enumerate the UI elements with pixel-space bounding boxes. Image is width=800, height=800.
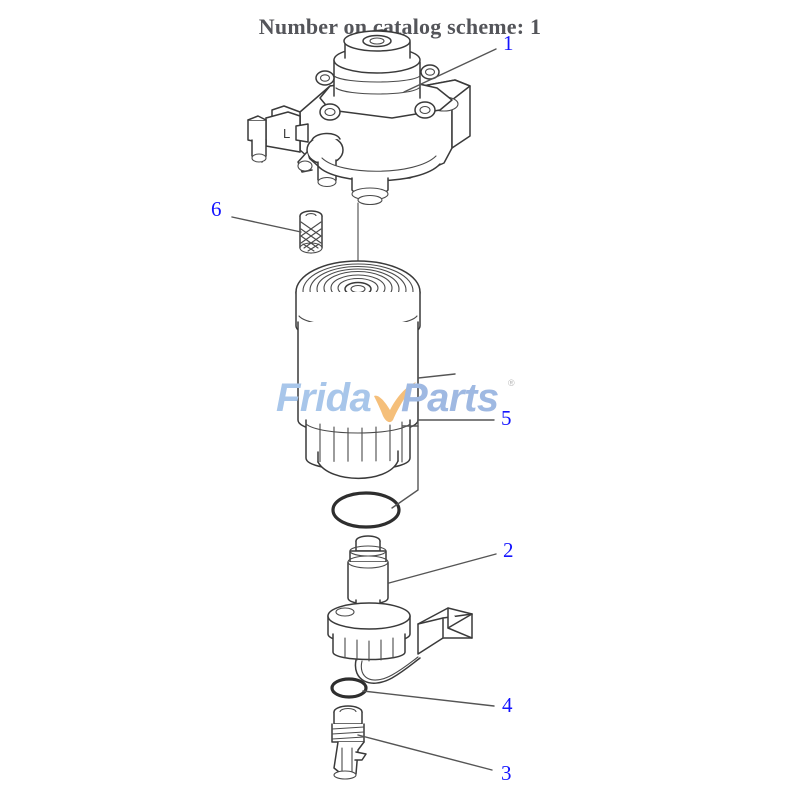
part-5-o-ring (331, 491, 401, 529)
leader-line-5b (391, 425, 419, 509)
leader-line-5a (402, 373, 456, 427)
part-3-water-drain-valve (331, 705, 367, 780)
callout-number-5: 5 (501, 406, 512, 430)
leader-line-3 (357, 734, 493, 771)
callout-number-2: 2 (503, 538, 514, 562)
leader-line-6 (231, 216, 302, 233)
part-6-mesh-screen-filter-element (299, 210, 323, 254)
part-5-fuel-filter-element (295, 260, 421, 480)
pump-left-port-block: L (265, 111, 301, 153)
part-4-drain-valve-o-ring (330, 677, 368, 699)
part-2-water-in-fuel-sensor (327, 535, 473, 684)
callout-number-1: 1 (503, 31, 514, 55)
leader-line-1 (403, 48, 497, 93)
pump-marking-L: L (283, 126, 290, 141)
leader-line-2 (388, 553, 497, 584)
callout-number-4: 4 (502, 693, 513, 717)
pump-center-valve (297, 132, 344, 188)
callout-number-3: 3 (501, 761, 512, 785)
callout-number-6: 6 (211, 197, 222, 221)
callout-leader-lines (231, 48, 497, 771)
part-1-fuel-pump-head-assembly: L (247, 29, 471, 206)
pump-bolt-bosses (315, 64, 440, 121)
leader-line-4 (362, 690, 495, 707)
sensor-connector (417, 607, 473, 655)
